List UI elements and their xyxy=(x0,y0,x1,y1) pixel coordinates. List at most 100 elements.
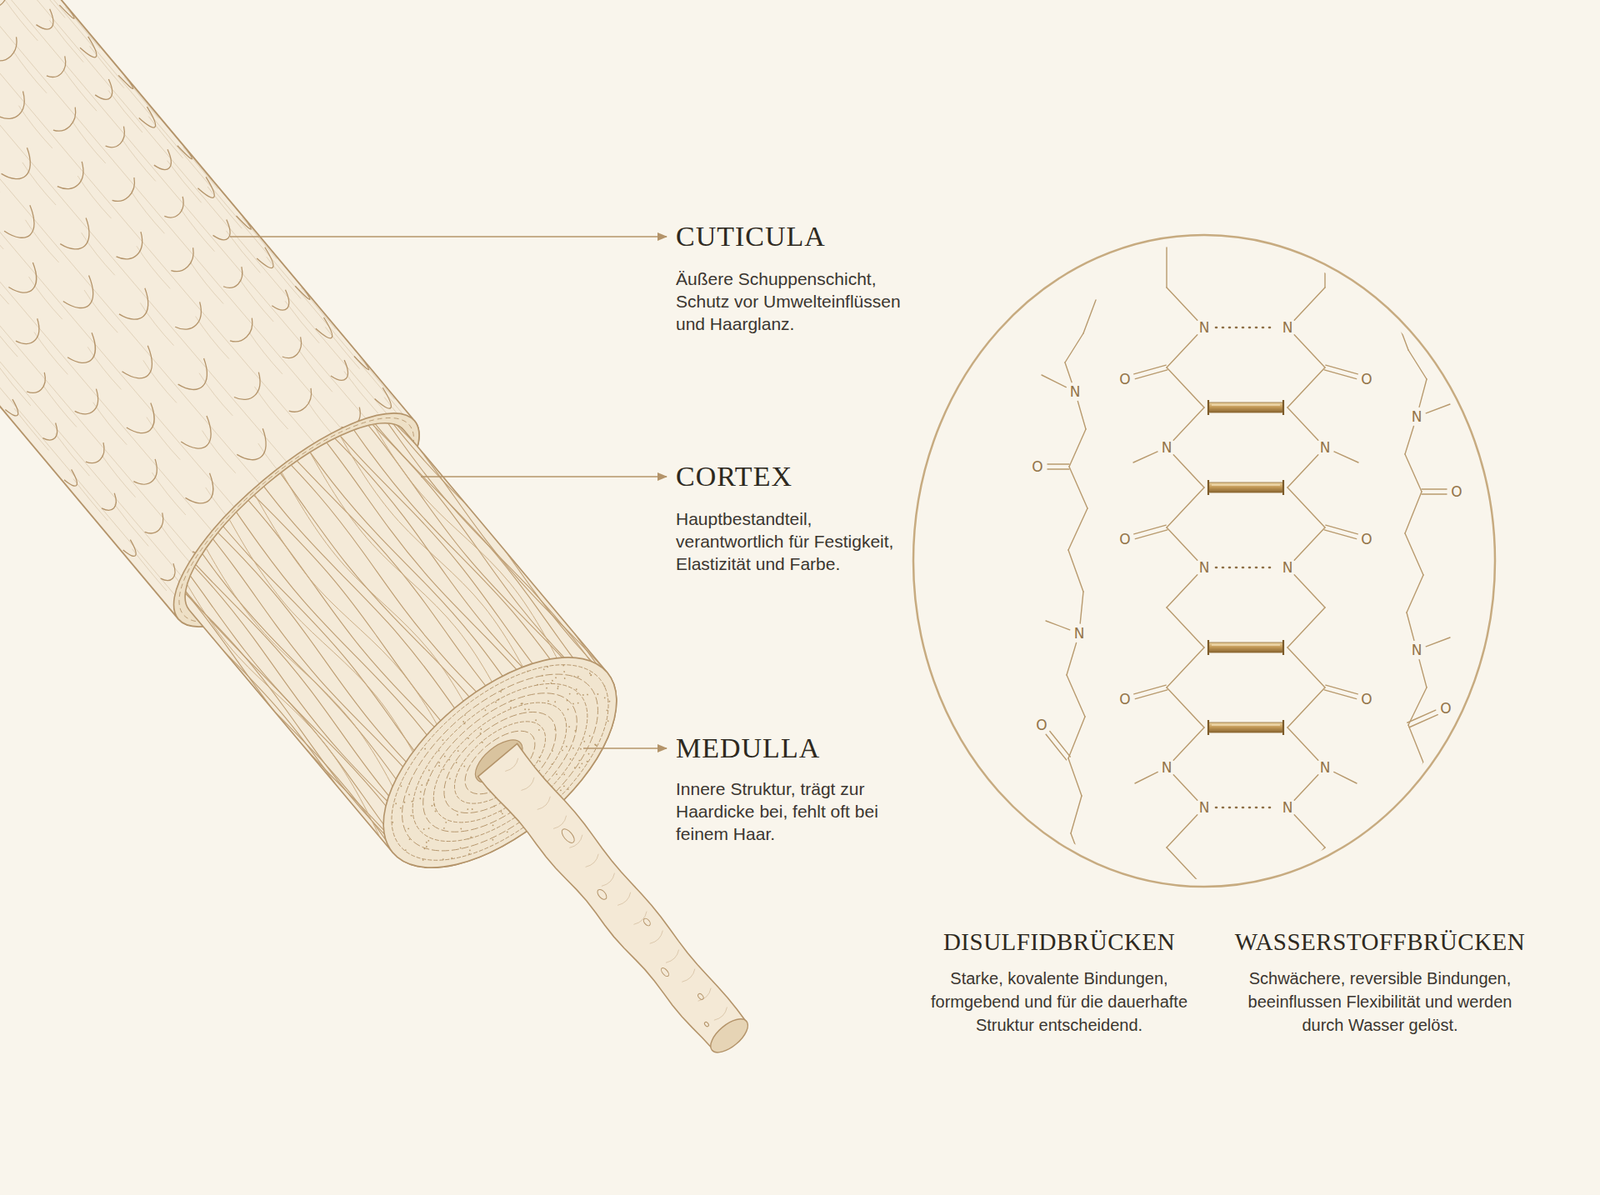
chemical-bond xyxy=(1405,454,1422,492)
cuticle-scale xyxy=(58,217,100,257)
end-face-stipple xyxy=(400,785,403,788)
chemical-bond xyxy=(1083,300,1096,334)
medulla-texture xyxy=(552,815,570,831)
end-face-stipple xyxy=(441,739,445,742)
scale-hatch xyxy=(100,455,136,498)
chemical-bond xyxy=(1408,350,1427,380)
end-face-stipple xyxy=(554,728,557,731)
end-face-stipple xyxy=(510,706,513,710)
chemical-bond xyxy=(1405,425,1414,455)
end-face-stipple xyxy=(505,830,509,834)
atom-symbol: N xyxy=(1316,439,1334,456)
end-face-stipple xyxy=(500,810,503,814)
end-face-stipple xyxy=(407,827,410,830)
disulfide-bar xyxy=(1208,482,1284,493)
scale-hatch xyxy=(141,360,179,404)
end-face-stipple xyxy=(510,700,513,703)
scale-hatch xyxy=(145,417,182,460)
chemical-bond xyxy=(1294,815,1325,848)
medulla-texture xyxy=(713,1007,730,1023)
end-face-stipple xyxy=(469,849,472,852)
end-face-stipple xyxy=(596,693,600,696)
atom-symbol: N xyxy=(1279,799,1296,816)
end-face-stipple xyxy=(574,730,577,733)
chemical-bond xyxy=(1294,775,1319,800)
end-face-stipple xyxy=(497,698,500,701)
cuticle-scale xyxy=(77,36,101,61)
end-face-stipple xyxy=(575,688,578,691)
end-face-stipple xyxy=(563,773,566,776)
scale-row-line xyxy=(0,0,267,548)
medulla-texture xyxy=(680,969,698,985)
scale-hatch xyxy=(188,261,225,305)
end-face-stipple xyxy=(556,685,560,689)
end-face-stipple xyxy=(566,708,570,711)
end-face-stipple xyxy=(554,700,557,704)
scale-row-line xyxy=(0,0,388,446)
cuticle-scale xyxy=(40,423,63,445)
chemical-bond xyxy=(1066,642,1077,675)
scale-hatch xyxy=(0,261,10,305)
disulfide-bar xyxy=(1208,642,1284,653)
cuticle-scale xyxy=(169,247,200,276)
scale-hatch xyxy=(20,162,58,206)
atom-symbol: N xyxy=(1408,408,1425,425)
scale-hatch xyxy=(2,0,39,41)
cortex-fiber xyxy=(173,519,455,851)
atom-symbol: N xyxy=(1408,641,1425,659)
cuticle-scale xyxy=(25,372,52,398)
chemical-bond xyxy=(1135,370,1167,380)
atom-symbol: N xyxy=(1158,759,1175,776)
end-face-stipple xyxy=(427,840,430,843)
chemical-bond xyxy=(1135,771,1158,784)
leader-line xyxy=(420,475,667,478)
scale-hatch xyxy=(360,357,395,400)
end-face-stipple xyxy=(463,765,466,768)
medulla-spot xyxy=(660,966,670,978)
disulfide-cap xyxy=(1282,640,1285,655)
cortex-fiber xyxy=(349,371,630,704)
atom-symbol: O xyxy=(1033,716,1050,734)
chemical-bond xyxy=(1068,550,1084,592)
chemical-bond xyxy=(1166,687,1205,728)
end-face-stipple xyxy=(467,837,470,840)
end-face-stipple xyxy=(546,665,550,669)
disulfide-bar xyxy=(1208,722,1284,733)
end-face-stipple xyxy=(449,777,452,780)
chemical-bond xyxy=(1294,335,1325,368)
end-face-stipple xyxy=(608,700,611,703)
end-face-stipple xyxy=(450,856,454,860)
bond-heading: DISULFIDBRÜCKEN xyxy=(884,929,1235,956)
end-face-stipple xyxy=(425,845,429,849)
hydrogen-bond xyxy=(1215,326,1276,330)
scale-hatch xyxy=(252,386,290,430)
scale-row-line xyxy=(0,0,345,482)
chemical-bond xyxy=(1065,362,1072,383)
end-face-stipple xyxy=(578,766,581,770)
end-face-stipple xyxy=(445,821,448,825)
scale-hatch xyxy=(14,408,50,450)
end-face-stipple xyxy=(545,686,549,690)
atom-symbol: O xyxy=(1437,700,1455,717)
cuticle-scale xyxy=(0,147,40,187)
cuticle-scale xyxy=(55,161,92,196)
atom-symbol: N xyxy=(1279,559,1296,576)
end-face-stipple xyxy=(562,664,565,667)
chemical-bond xyxy=(1166,367,1205,408)
end-face-stipple xyxy=(594,743,597,746)
end-face-stipple xyxy=(589,672,592,675)
atom-symbol: N xyxy=(1070,625,1088,642)
chemical-bond xyxy=(1324,690,1356,700)
disulfide-cap xyxy=(1282,480,1285,495)
cortex-fiber xyxy=(350,370,632,703)
end-face-stipple xyxy=(420,790,423,794)
scale-hatch xyxy=(89,45,125,88)
end-face-stipple xyxy=(438,765,441,768)
chemical-bond xyxy=(1287,407,1319,440)
end-face-stipple xyxy=(467,737,470,740)
end-face-stipple xyxy=(500,690,503,694)
atom-symbol: O xyxy=(1029,458,1046,475)
scale-row-line xyxy=(0,0,369,462)
end-face-stipple xyxy=(556,687,560,690)
